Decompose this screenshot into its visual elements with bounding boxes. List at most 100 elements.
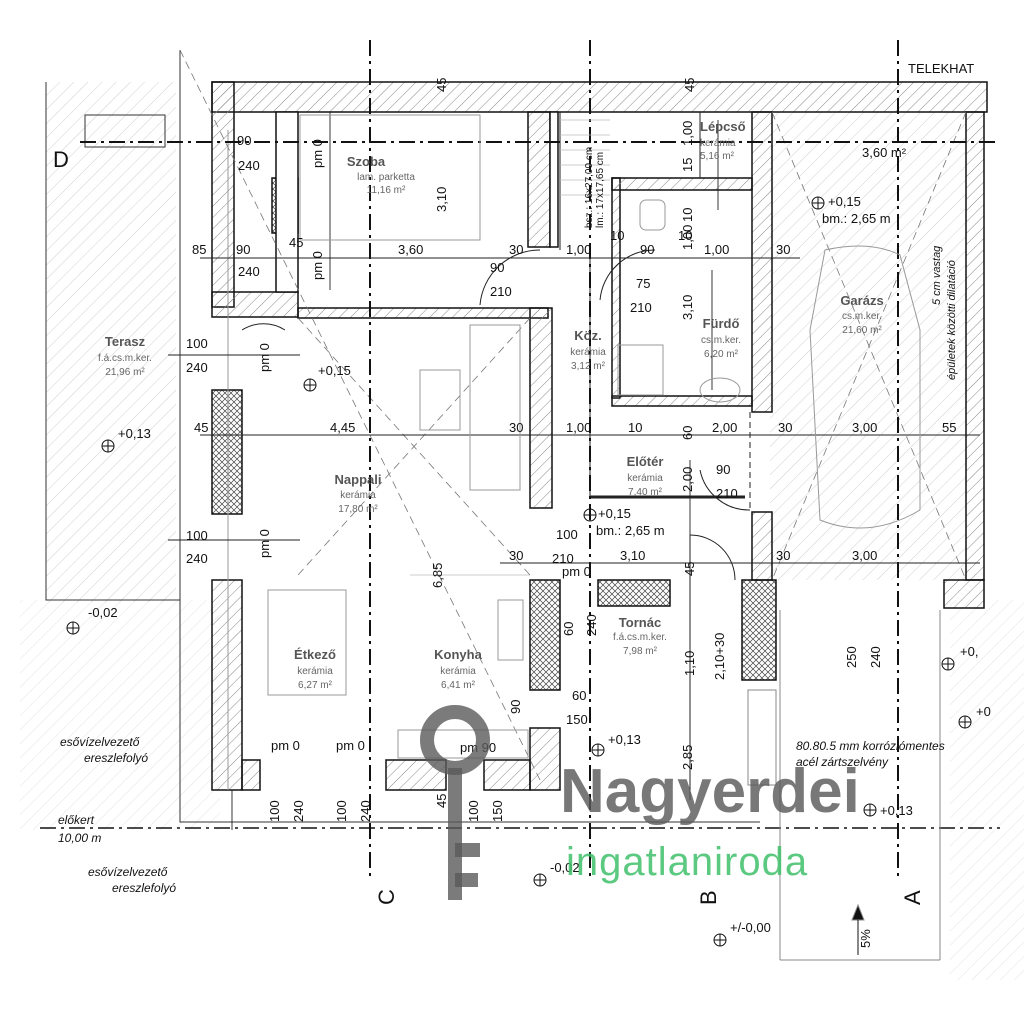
- level-markers: [66, 196, 972, 947]
- svg-text:pm 0: pm 0: [310, 251, 325, 280]
- svg-text:85: 85: [192, 242, 206, 257]
- driveway: [747, 610, 941, 961]
- room-name-etkezo: Étkező: [294, 647, 336, 662]
- svg-text:esővízelvezető: esővízelvezető: [88, 865, 168, 879]
- svg-text:bm.: 2,65 m: bm.: 2,65 m: [596, 523, 665, 538]
- svg-text:30: 30: [776, 548, 790, 563]
- svg-text:30: 30: [509, 420, 523, 435]
- room-name-nappali: Nappali: [335, 472, 382, 487]
- svg-text:210: 210: [490, 284, 512, 299]
- svg-text:21,96 m²: 21,96 m²: [105, 367, 145, 378]
- svg-text:100: 100: [186, 528, 208, 543]
- room-name-szoba: Szoba: [347, 154, 386, 169]
- svg-text:240: 240: [186, 360, 208, 375]
- dimension-labels: 45 45 90 240 pm 0 3,10 85 90 45 pm 0 240…: [186, 78, 956, 822]
- svg-text:240: 240: [186, 551, 208, 566]
- svg-text:240: 240: [238, 264, 260, 279]
- svg-text:kerámia: kerámia: [570, 347, 606, 358]
- toilet: [639, 199, 666, 231]
- svg-text:45: 45: [194, 420, 208, 435]
- svg-text:45: 45: [682, 562, 697, 576]
- door-swings: [241, 249, 751, 581]
- svg-text:240: 240: [291, 800, 306, 822]
- svg-text:+0,13: +0,13: [608, 732, 641, 747]
- svg-text:5,16 m²: 5,16 m²: [700, 151, 735, 162]
- svg-text:3,10: 3,10: [620, 548, 645, 563]
- svg-text:150: 150: [566, 712, 588, 727]
- svg-text:90: 90: [640, 242, 654, 257]
- svg-text:lam. parketta: lam. parketta: [357, 172, 415, 183]
- svg-text:55: 55: [942, 420, 956, 435]
- svg-text:f.á.cs.m.ker.: f.á.cs.m.ker.: [98, 353, 152, 364]
- bed: [299, 114, 481, 241]
- svg-text:1,00: 1,00: [680, 225, 695, 250]
- svg-text:2,00: 2,00: [680, 467, 695, 492]
- svg-text:45: 45: [434, 78, 449, 92]
- svg-text:2,10+30: 2,10+30: [712, 633, 727, 680]
- svg-text:1,00: 1,00: [704, 242, 729, 257]
- svg-text:3,12 m²: 3,12 m²: [571, 361, 606, 372]
- svg-text:100: 100: [556, 527, 578, 542]
- svg-text:60: 60: [680, 426, 695, 440]
- svg-text:kerámia: kerámia: [700, 138, 736, 149]
- svg-text:ereszlefolyó: ereszlefolyó: [84, 751, 148, 765]
- svg-text:+0,13: +0,13: [118, 426, 151, 441]
- svg-text:7,98 m²: 7,98 m²: [623, 646, 658, 657]
- svg-text:45: 45: [289, 235, 303, 250]
- room-name-tornac: Tornác: [619, 615, 661, 630]
- axis-labels: D C B A: [53, 147, 925, 905]
- axis-label-c: C: [374, 889, 399, 905]
- svg-text:f.á.cs.m.ker.: f.á.cs.m.ker.: [613, 632, 667, 643]
- svg-text:-0,02: -0,02: [550, 860, 580, 875]
- svg-text:10: 10: [678, 228, 692, 243]
- svg-text:3,00: 3,00: [852, 548, 877, 563]
- svg-text:45: 45: [682, 78, 697, 92]
- svg-text:10: 10: [610, 228, 624, 243]
- room-name-eloter: Előtér: [627, 454, 664, 469]
- svg-text:3,10: 3,10: [434, 187, 449, 212]
- svg-text:+0: +0: [976, 704, 991, 719]
- svg-text:épületek közötti dilatáció: épületek közötti dilatáció: [946, 260, 958, 380]
- svg-text:90: 90: [236, 242, 250, 257]
- svg-text:4,45: 4,45: [330, 420, 355, 435]
- room-name-konyha: Konyha: [434, 647, 482, 662]
- svg-text:10: 10: [680, 208, 695, 222]
- svg-text:+0,15: +0,15: [828, 194, 861, 209]
- room-name-lepcso: Lépcső: [700, 119, 746, 134]
- svg-text:+0,15: +0,15: [598, 506, 631, 521]
- svg-text:90: 90: [508, 700, 523, 714]
- axis-label-b: B: [696, 890, 721, 905]
- watermark-sub: ingatlaniroda: [566, 840, 808, 884]
- svg-text:150: 150: [490, 800, 505, 822]
- svg-text:210: 210: [630, 300, 652, 315]
- svg-text:kerámia: kerámia: [340, 490, 376, 501]
- watermark: Nagyerdei ingatlaniroda: [420, 705, 860, 900]
- svg-text:cs.m.ker.: cs.m.ker.: [842, 311, 882, 322]
- svg-text:ereszlefolyó: ereszlefolyó: [112, 881, 176, 895]
- room-labels: Lépcső kerámia 5,16 m² Szoba lam. parket…: [98, 119, 907, 691]
- svg-text:+0,: +0,: [960, 644, 978, 659]
- terrace-outline: [45, 50, 760, 823]
- svg-text:bsz.: 16x27,00 cm: bsz.: 16x27,00 cm: [584, 147, 595, 228]
- svg-text:3,60 m²: 3,60 m²: [862, 145, 907, 160]
- svg-text:30: 30: [776, 242, 790, 257]
- svg-text:250: 250: [844, 646, 859, 668]
- svg-text:30: 30: [509, 242, 523, 257]
- svg-text:kerámia: kerámia: [627, 473, 663, 484]
- dining-table: [267, 589, 347, 696]
- sink: [699, 377, 741, 403]
- svg-text:kerámia: kerámia: [297, 666, 333, 677]
- svg-text:1,00: 1,00: [566, 420, 591, 435]
- svg-text:3,60: 3,60: [398, 242, 423, 257]
- svg-text:előkert: előkert: [58, 813, 95, 827]
- furniture: [267, 114, 921, 759]
- svg-text:2,00: 2,00: [712, 420, 737, 435]
- room-name-garazs: Garázs: [840, 293, 883, 308]
- svg-text:3,10: 3,10: [680, 295, 695, 320]
- svg-text:pm 0: pm 0: [336, 738, 365, 753]
- svg-text:+0,13: +0,13: [880, 803, 913, 818]
- axis-label-d: D: [53, 147, 69, 172]
- svg-text:240: 240: [358, 800, 373, 822]
- svg-text:6,20 m²: 6,20 m²: [704, 349, 739, 360]
